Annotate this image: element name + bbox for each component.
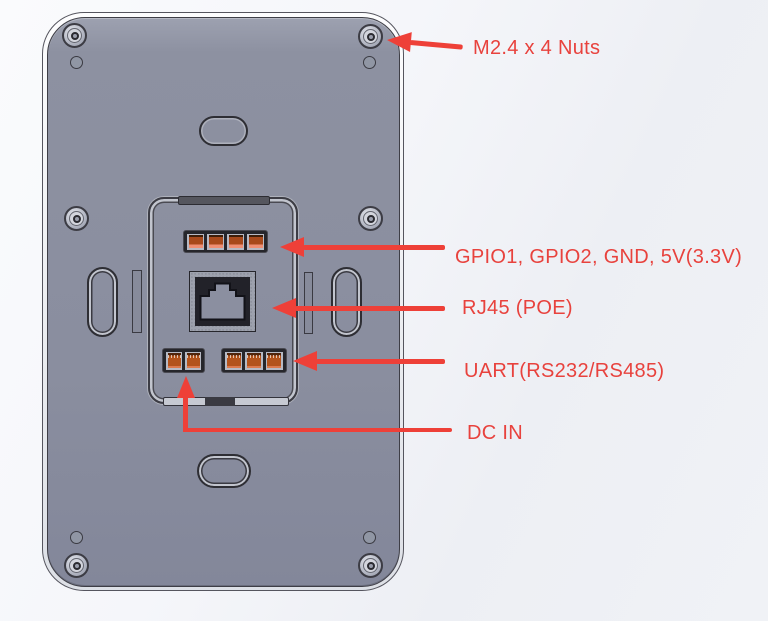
uart-terminal-3 bbox=[265, 351, 283, 370]
dcin-label: DC IN bbox=[467, 422, 523, 444]
uart-terminal-block bbox=[221, 348, 287, 373]
gpio2-terminal bbox=[207, 233, 224, 250]
nuts-label: M2.4 x 4 Nuts bbox=[473, 37, 601, 59]
rj45-label: RJ45 (POE) bbox=[462, 297, 573, 319]
nut-screw-top-right-icon bbox=[358, 24, 383, 49]
mount-slot-left bbox=[87, 267, 118, 337]
pinhole-bottom-right bbox=[363, 531, 376, 544]
device-back-panel bbox=[42, 12, 404, 591]
gpio1-terminal bbox=[187, 233, 204, 250]
standoff-screw-left-icon bbox=[64, 206, 89, 231]
mount-slot-right bbox=[331, 267, 362, 337]
nut-screw-bottom-right-icon bbox=[358, 553, 383, 578]
rj45-opening bbox=[195, 277, 250, 326]
uart-label: UART(RS232/RS485) bbox=[464, 360, 665, 382]
slot-rect-left bbox=[132, 270, 142, 333]
dc-terminal-2 bbox=[185, 351, 201, 370]
gpio-label: GPIO1, GPIO2, GND, 5V(3.3V) bbox=[455, 246, 743, 268]
rj45-port bbox=[189, 271, 256, 332]
gpio-arrow-icon bbox=[280, 237, 445, 257]
nut-screw-top-left-icon bbox=[62, 23, 87, 48]
rj45-arrow-icon bbox=[272, 298, 445, 318]
gnd-terminal bbox=[227, 233, 244, 250]
bracket-bottom-latch bbox=[205, 397, 235, 406]
nut-screw-bottom-left-icon bbox=[64, 553, 89, 578]
5v-terminal bbox=[247, 233, 264, 250]
gpio-terminal-block bbox=[183, 230, 268, 253]
dc-in-terminal-block bbox=[162, 348, 205, 373]
pinhole-bottom-left bbox=[70, 531, 83, 544]
dcin-arrow-icon bbox=[176, 376, 195, 432]
uart-terminal-1 bbox=[225, 351, 243, 370]
uart-arrow-icon bbox=[293, 351, 445, 371]
uart-terminal-2 bbox=[245, 351, 263, 370]
bracket-top-bar bbox=[178, 196, 270, 205]
dcin-leader-line bbox=[186, 428, 452, 432]
pinhole-top-left bbox=[70, 56, 83, 69]
pinhole-top-right bbox=[363, 56, 376, 69]
rj45-socket-icon bbox=[199, 282, 246, 321]
oval-cutout-bottom bbox=[197, 454, 251, 488]
oval-cutout-top bbox=[199, 116, 248, 146]
slot-rect-right bbox=[304, 272, 313, 334]
standoff-screw-right-icon bbox=[358, 206, 383, 231]
dc-terminal-1 bbox=[166, 351, 182, 370]
